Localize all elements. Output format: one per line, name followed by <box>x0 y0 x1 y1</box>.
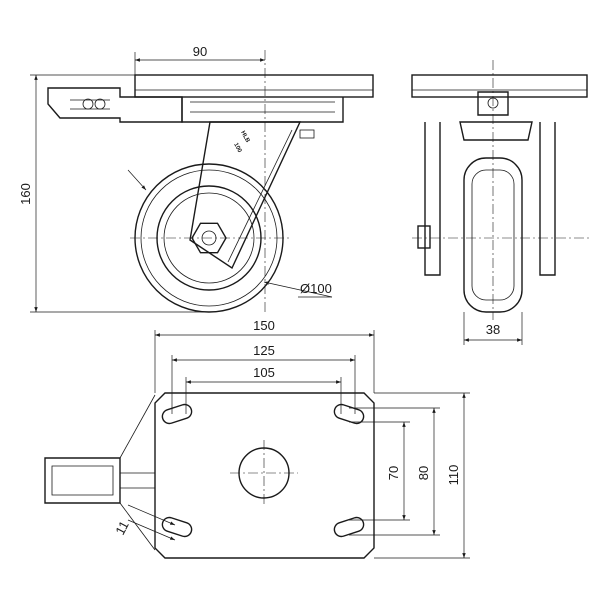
fork-right <box>539 122 556 276</box>
dim-80-label: 80 <box>416 466 431 480</box>
mounting-slot-bottom-right <box>333 516 365 538</box>
dim-70-label: 70 <box>386 466 401 480</box>
swivel-head <box>181 97 344 123</box>
mounting-slot-bottom-left <box>161 516 193 538</box>
dim-11-label: 11 <box>112 518 132 537</box>
dim-diameter-label: Ø100 <box>300 281 332 296</box>
mounting-plate-side <box>134 74 374 98</box>
dim-160-label: 160 <box>18 183 33 205</box>
brake-lever <box>47 87 183 123</box>
dim-90-label: 90 <box>193 44 207 59</box>
dim-leader-11b <box>127 519 176 541</box>
fork-left <box>424 122 441 276</box>
side-view: HLB 100 90 160 Ø100 <box>18 44 374 313</box>
dim-leader-diameter <box>263 281 333 298</box>
dim-150-label: 150 <box>253 318 275 333</box>
fork-leg <box>189 121 302 270</box>
grease-nipple <box>299 129 315 139</box>
dim-105-label: 105 <box>253 365 275 380</box>
mounting-plate-top <box>154 392 375 559</box>
brake-clip <box>477 91 509 116</box>
mounting-plate-front <box>411 74 588 98</box>
brake-pedal-top <box>44 457 121 504</box>
fork-mark-1: HLB <box>239 130 250 144</box>
top-view: 150 125 105 70 80 110 11 <box>44 318 470 559</box>
dim-110-label: 110 <box>446 465 461 486</box>
mounting-slot-top-right <box>333 403 365 425</box>
dim-leader-11a <box>127 504 176 526</box>
axle-bolt <box>417 225 431 249</box>
mounting-slot-top-left <box>161 403 193 425</box>
front-view: 38 <box>411 60 590 345</box>
dim-125-label: 125 <box>253 343 275 358</box>
fork-mark-2: 100 <box>232 142 242 154</box>
dim-38-label: 38 <box>486 322 500 337</box>
